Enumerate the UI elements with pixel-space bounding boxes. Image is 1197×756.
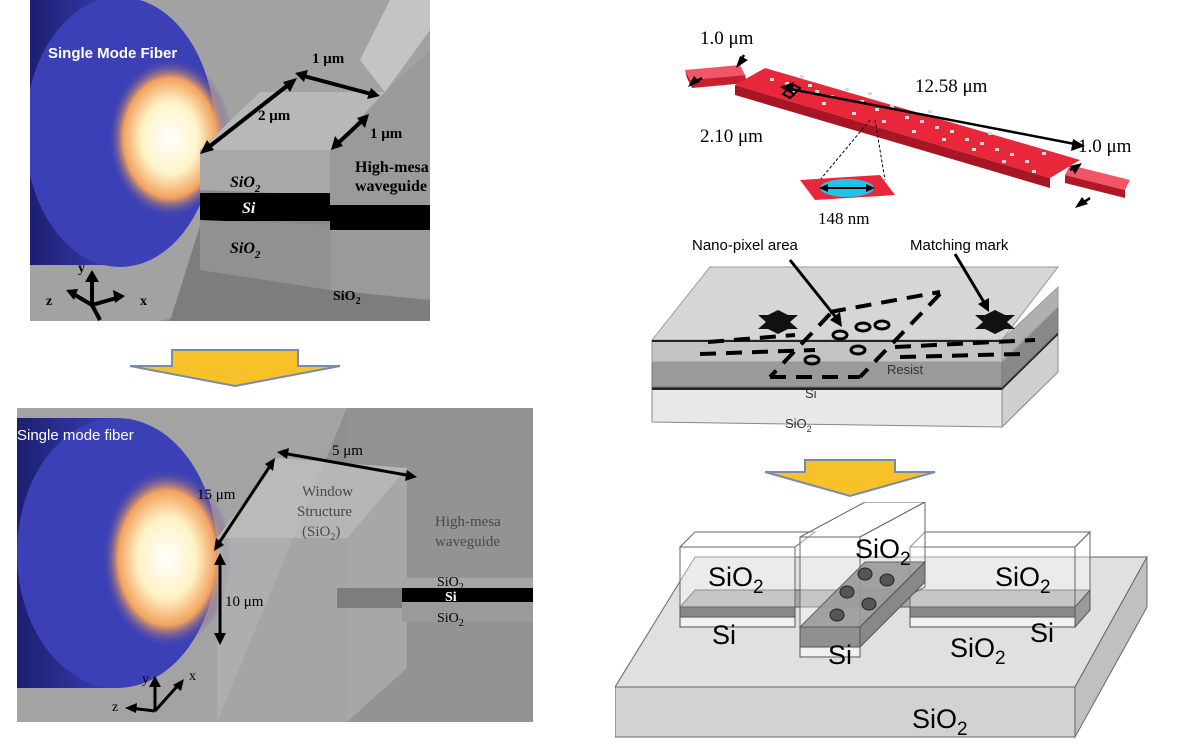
main-width-label: 2.10 μm [700, 126, 763, 147]
si-right-label: Si [1030, 618, 1054, 648]
width-arrow [281, 451, 413, 478]
length-arrow [784, 86, 1081, 147]
nano-pixel-circles [803, 319, 891, 366]
bottom-right-diagram: SiO2 SiO2 SiO2 Si Si Si SiO2 SiO2 [615, 502, 1148, 740]
axis-z-label: z [46, 294, 52, 309]
si-left-label: Si [712, 620, 736, 650]
waveguide-label-2: waveguide [355, 178, 427, 195]
layer-sio2-top: SiO2 [230, 174, 261, 195]
axis-y-label: y [142, 672, 149, 687]
layer-sio2-bottom: SiO2 [230, 240, 261, 261]
matching-mark-pointer [953, 253, 987, 305]
layer-si: Si [445, 590, 457, 605]
height-top-arrow [215, 462, 274, 547]
dashed-pattern [699, 290, 1036, 379]
nano-pixel-pointer [788, 259, 840, 321]
axis-x-label: x [189, 669, 196, 684]
height-label: 1 μm [370, 126, 403, 142]
bottom-left-diagram: Single mode fiber 5 μm 15 μm 10 μm Windo… [17, 408, 533, 722]
window-label-3: (SiO2) [302, 524, 340, 543]
sio2-substrate-bottom-label: SiO2 [912, 704, 968, 740]
depth-label: 2 μm [258, 108, 291, 124]
nano-pixels [770, 75, 1046, 173]
window-label-1: Window [302, 484, 353, 500]
sio2-center-label: SiO2 [855, 534, 911, 570]
right-width-label: 1.0 μm [1078, 136, 1132, 157]
waveguide-label-2: waveguide [435, 534, 500, 550]
height-top-label: 15 μm [197, 487, 236, 503]
width-label: 5 μm [332, 443, 363, 459]
axis-x-label: x [140, 294, 147, 309]
width-arrow [299, 73, 376, 97]
waveguide-label-1: High-mesa [355, 159, 429, 176]
matching-mark-label: Matching mark [910, 237, 1009, 254]
matching-mark-left [758, 310, 798, 334]
sio2-left-label: SiO2 [708, 562, 764, 598]
axis-y-label: y [78, 261, 85, 276]
layer-sio2-top: SiO2 [437, 575, 464, 593]
bottom-left-panel: Single mode fiber 5 μm 15 μm 10 μm Windo… [17, 408, 533, 722]
nano-holes [829, 567, 895, 622]
fiber-label: Single Mode Fiber [48, 45, 177, 62]
down-arrow-left [129, 349, 341, 388]
si-center-label: Si [828, 640, 852, 670]
depth-arrow [203, 80, 294, 152]
down-arrow-right [764, 459, 936, 498]
pixel-size-label: 148 nm [818, 209, 869, 228]
width-label: 1 μm [312, 51, 345, 67]
length-label: 12.58 μm [915, 76, 988, 97]
sio2-label: SiO2 [785, 416, 812, 434]
sio2-right-label: SiO2 [995, 562, 1051, 598]
axis-z-label: z [112, 700, 118, 715]
top-left-panel: Single Mode Fiber 1 μm 2 μm 1 μm High-me… [30, 0, 430, 321]
light-beam [102, 468, 232, 648]
height-bottom-label: 10 μm [225, 594, 264, 610]
sio2-substrate-right-label: SiO2 [950, 633, 1006, 669]
left-width-label: 1.0 μm [700, 28, 754, 49]
matching-mark-right [975, 310, 1015, 334]
top-right-diagram: 1.0 μm 12.58 μm 1.0 μm 2.10 μm 148 nm [685, 28, 1132, 228]
waveguide-label-1: High-mesa [435, 514, 501, 530]
top-left-diagram: Single Mode Fiber 1 μm 2 μm 1 μm High-me… [30, 0, 430, 321]
nano-pixel-label: Nano-pixel area [692, 237, 799, 254]
fiber-label: Single mode fiber [17, 427, 134, 444]
window-label-2: Structure [297, 504, 352, 520]
resist-label: Resist [887, 362, 924, 377]
layer-si: Si [242, 200, 256, 217]
height-arrow [333, 116, 367, 148]
si-label: Si [805, 386, 817, 401]
middle-right-diagram: Nano-pixel area Matching mark Resist Si … [650, 237, 1060, 434]
layer-sio2-bottom: SiO2 [437, 611, 464, 629]
substrate-label: SiO2 [333, 289, 361, 307]
